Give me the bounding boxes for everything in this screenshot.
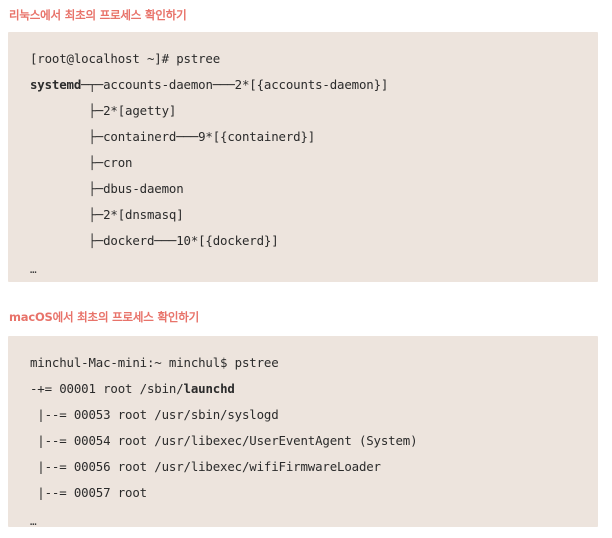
code-line-tree: ├─dbus-daemon <box>8 176 598 202</box>
section-heading-macos: macOS에서 최초의 프로세스 확인하기 <box>9 310 199 324</box>
code-line-text: ─┬─accounts-daemon───2*[{accounts-daemon… <box>81 77 389 92</box>
code-line-tree: |--= 00054 root /usr/libexec/UserEventAg… <box>8 428 598 454</box>
code-line-text: |--= 00054 root /usr/libexec/UserEventAg… <box>30 433 418 448</box>
section-heading-linux: 리눅스에서 최초의 프로세스 확인하기 <box>9 8 187 22</box>
code-line-tree: ├─dockerd───10*[{dockerd}] <box>8 228 598 254</box>
code-block-linux: [root@localhost ~]# pstree systemd─┬─acc… <box>8 32 598 282</box>
code-line-text: -+= 00001 root /sbin/ <box>30 381 184 396</box>
code-line-text: ├─2*[agetty] <box>30 103 177 118</box>
code-line-tree: -+= 00001 root /sbin/launchd <box>8 376 598 402</box>
code-line-tree: |--= 00056 root /usr/libexec/wifiFirmwar… <box>8 454 598 480</box>
code-line-text: ├─2*[dnsmasq] <box>30 207 184 222</box>
code-line-text: ├─cron <box>30 155 133 170</box>
code-line-text: ├─dockerd───10*[{dockerd}] <box>30 233 279 248</box>
process-name-launchd: launchd <box>183 381 235 396</box>
code-line-text: ├─containerd───9*[{containerd}] <box>30 129 316 144</box>
code-line-text: |--= 00056 root /usr/libexec/wifiFirmwar… <box>30 459 381 474</box>
code-block-macos: minchul-Mac-mini:~ minchul$ pstree -+= 0… <box>8 336 598 528</box>
code-line-tree: ├─cron <box>8 150 598 176</box>
code-line-text: |--= 00057 root <box>30 485 147 500</box>
code-line-prompt: minchul-Mac-mini:~ minchul$ pstree <box>30 355 279 370</box>
code-line-text: |--= 00053 root /usr/sbin/syslogd <box>30 407 279 422</box>
code-line-tree: ├─containerd───9*[{containerd}] <box>8 124 598 150</box>
code-line-tree: |--= 00057 root <box>8 480 598 506</box>
code-line-tree: ├─2*[dnsmasq] <box>8 202 598 228</box>
code-line-prompt: [root@localhost ~]# pstree <box>30 51 221 66</box>
code-truncation-ellipsis: … <box>30 263 37 276</box>
code-line-tree: ├─2*[agetty] <box>8 98 598 124</box>
code-line-text: ├─dbus-daemon <box>30 181 184 196</box>
code-line-tree: systemd─┬─accounts-daemon───2*[{accounts… <box>8 72 598 98</box>
code-line-tree: |--= 00053 root /usr/sbin/syslogd <box>8 402 598 428</box>
code-truncation-ellipsis: … <box>30 515 37 528</box>
process-name-systemd: systemd <box>30 77 82 92</box>
